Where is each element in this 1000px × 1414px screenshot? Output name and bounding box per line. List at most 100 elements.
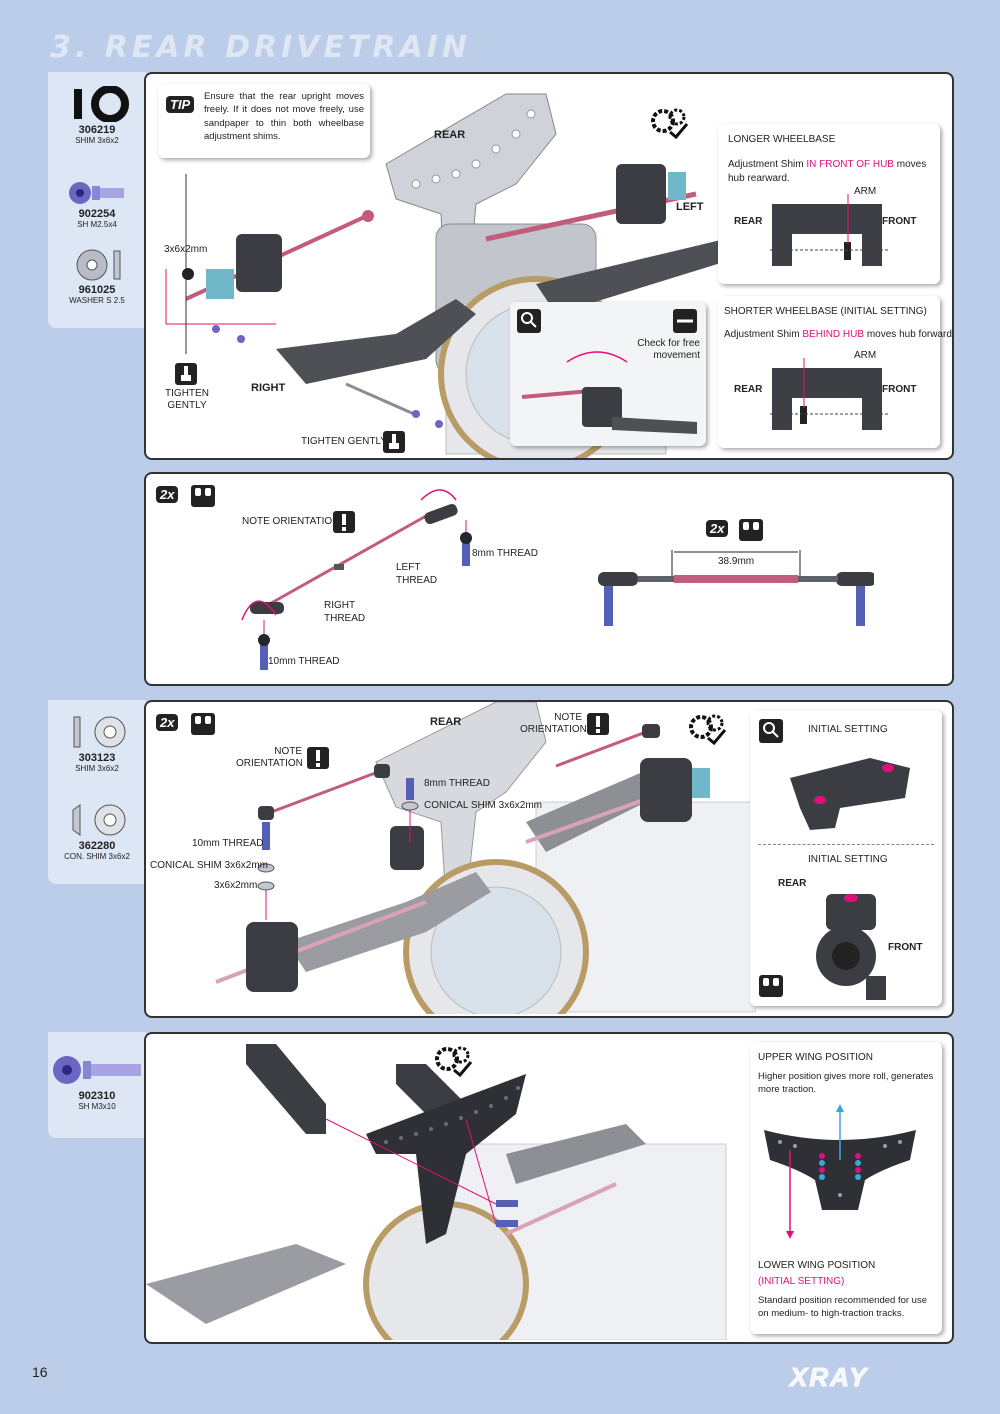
turnbuckle-assembled-drawing bbox=[598, 550, 874, 626]
upper-wing-text: Higher position gives more roll, generat… bbox=[758, 1071, 934, 1096]
quantity-badge: 2x bbox=[156, 714, 179, 731]
note-orientation: NOTE ORIENTATION bbox=[242, 516, 340, 527]
tip-badge: TIP bbox=[166, 96, 195, 113]
quantity-badge: 2x bbox=[706, 520, 729, 537]
tip-text: Ensure that the rear upright moves freel… bbox=[204, 91, 364, 142]
initial-setting-box: INITIAL SETTING INITIAL SETTING REAR FRO… bbox=[750, 710, 942, 1006]
tighten-gently-label: TIGHTEN GENTLY bbox=[165, 388, 209, 411]
conical-shim: CONICAL SHIM 3x6x2mm bbox=[424, 800, 542, 811]
part-desc: SHIM 3x6x2 bbox=[75, 136, 119, 145]
screwdriver-icon bbox=[175, 363, 197, 385]
thread-8mm: 8mm THREAD bbox=[424, 778, 490, 789]
part-number: 902254 bbox=[78, 208, 116, 220]
shorter-title: SHORTER WHEELBASE (INITIAL SETTING) bbox=[724, 306, 927, 317]
step-1-panel: TIP Ensure that the rear upright moves f… bbox=[144, 72, 955, 460]
tip-box: TIP Ensure that the rear upright moves f… bbox=[158, 84, 370, 158]
part-desc: SH M2.5x4 bbox=[77, 220, 117, 229]
initial-setting-label: INITIAL SETTING bbox=[808, 724, 888, 735]
shim-label: 3x6x2mm bbox=[164, 244, 208, 255]
page-number: 16 bbox=[32, 1364, 48, 1380]
part-number: 362280 bbox=[78, 840, 116, 852]
wing-position-box: UPPER WING POSITION Higher position give… bbox=[750, 1042, 942, 1334]
detail-drawing bbox=[521, 351, 697, 434]
part-number: 902310 bbox=[78, 1090, 116, 1102]
gear-check-icon bbox=[651, 108, 689, 140]
step-3-panel: 2x REAR NOTE ORIENTATION NOTE ORIENTATIO… bbox=[144, 700, 954, 1018]
lower-wing-text: Standard position recommended for use on… bbox=[758, 1295, 927, 1320]
detail-box: Check for free movement bbox=[510, 302, 706, 446]
shim-icon bbox=[73, 716, 126, 748]
shorter-wheelbase-box: SHORTER WHEELBASE (INITIAL SETTING) Adju… bbox=[718, 296, 955, 448]
left-equals-right-icon bbox=[759, 975, 783, 997]
shorter-text-b: moves hub forward. bbox=[864, 329, 955, 340]
shim-icon bbox=[74, 86, 129, 122]
longer-text-a: Adjustment Shim bbox=[728, 159, 807, 170]
note-orientation: NOTE ORIENTATION bbox=[520, 712, 587, 735]
front-label: FRONT bbox=[888, 942, 923, 953]
screwdriver-tool-icon bbox=[673, 309, 697, 333]
left-equals-right-icon bbox=[191, 713, 215, 735]
lower-wing-initial: (INITIAL SETTING) bbox=[758, 1276, 845, 1287]
left-equals-right-icon bbox=[191, 485, 215, 507]
front-label: FRONT bbox=[882, 216, 917, 227]
wing-tower-diagram bbox=[764, 1104, 916, 1239]
conical-shim-icon bbox=[72, 804, 126, 836]
thread-10mm: 10mm THREAD bbox=[192, 838, 264, 849]
part-desc: SHIM 3x6x2 bbox=[75, 764, 119, 773]
step-2-panel: 2x NOTE ORIENTATION LEFT THREAD RIGHT TH… bbox=[144, 472, 954, 686]
screw-icon bbox=[53, 1056, 141, 1084]
arm-diagram bbox=[770, 194, 890, 266]
camber-mount-drawing bbox=[790, 758, 910, 830]
initial-setting-label: INITIAL SETTING bbox=[808, 854, 888, 865]
upper-wing-title: UPPER WING POSITION bbox=[758, 1052, 874, 1063]
rear-label: REAR bbox=[430, 716, 462, 728]
step-4-panel: UPPER WING POSITION Higher position give… bbox=[144, 1032, 954, 1344]
part-number: 303123 bbox=[78, 752, 116, 764]
front-label: FRONT bbox=[882, 384, 917, 395]
thread-10mm: 10mm THREAD bbox=[268, 656, 340, 667]
part-number: 961025 bbox=[78, 284, 116, 296]
rear-label: REAR bbox=[778, 878, 807, 889]
page-title: 3. REAR DRIVETRAIN bbox=[50, 30, 471, 65]
left-equals-right-icon bbox=[739, 519, 763, 541]
warning-icon bbox=[307, 747, 329, 769]
screwdriver-icon bbox=[383, 431, 405, 453]
part-desc: CON. SHIM 3x6x2 bbox=[64, 852, 130, 861]
left-thread: LEFT THREAD bbox=[396, 562, 438, 586]
wing-mount-drawing bbox=[146, 1044, 727, 1340]
part-desc: SH M3x10 bbox=[78, 1102, 116, 1111]
magnifier-detail-icon bbox=[759, 719, 783, 743]
conical-shim: CONICAL SHIM 3x6x2mm bbox=[150, 860, 268, 871]
brand-logo: XRAY bbox=[789, 1362, 869, 1393]
arm-diagram bbox=[770, 358, 890, 430]
camber-link-drawing bbox=[215, 702, 756, 1014]
gear-check-icon bbox=[689, 714, 727, 746]
magnifier-detail-icon bbox=[517, 309, 541, 333]
shorter-text-highlight: BEHIND HUB bbox=[802, 329, 865, 340]
arm-label: ARM bbox=[854, 186, 877, 197]
warning-icon bbox=[587, 713, 609, 735]
tighten-gently-label: TIGHTEN GENTLY bbox=[301, 436, 387, 447]
warning-icon bbox=[333, 511, 355, 533]
rear-label: REAR bbox=[734, 384, 763, 395]
shim-size: 3x6x2mm bbox=[214, 880, 258, 891]
longer-text: Adjustment Shim IN FRONT OF HUB moves hu… bbox=[728, 158, 933, 186]
quantity-badge: 2x bbox=[156, 486, 179, 503]
arm-label: ARM bbox=[854, 350, 877, 361]
check-free-movement: Check for free movement bbox=[637, 338, 700, 361]
screw-icon bbox=[69, 182, 124, 204]
longer-wheelbase-box: LONGER WHEELBASE Adjustment Shim IN FRON… bbox=[718, 124, 940, 284]
part-desc: WASHER S 2.5 bbox=[69, 296, 125, 305]
longer-text-highlight: IN FRONT OF HUB bbox=[806, 159, 894, 170]
part-number: 306219 bbox=[78, 124, 116, 136]
thread-8mm: 8mm THREAD bbox=[472, 548, 538, 559]
divider bbox=[758, 844, 934, 845]
rear-label: REAR bbox=[734, 216, 763, 227]
shorter-text: Adjustment Shim BEHIND HUB moves hub for… bbox=[724, 328, 955, 342]
washer-icon bbox=[76, 249, 121, 281]
turnbuckle-exploded-drawing bbox=[241, 489, 472, 670]
left-label: LEFT bbox=[676, 201, 704, 213]
